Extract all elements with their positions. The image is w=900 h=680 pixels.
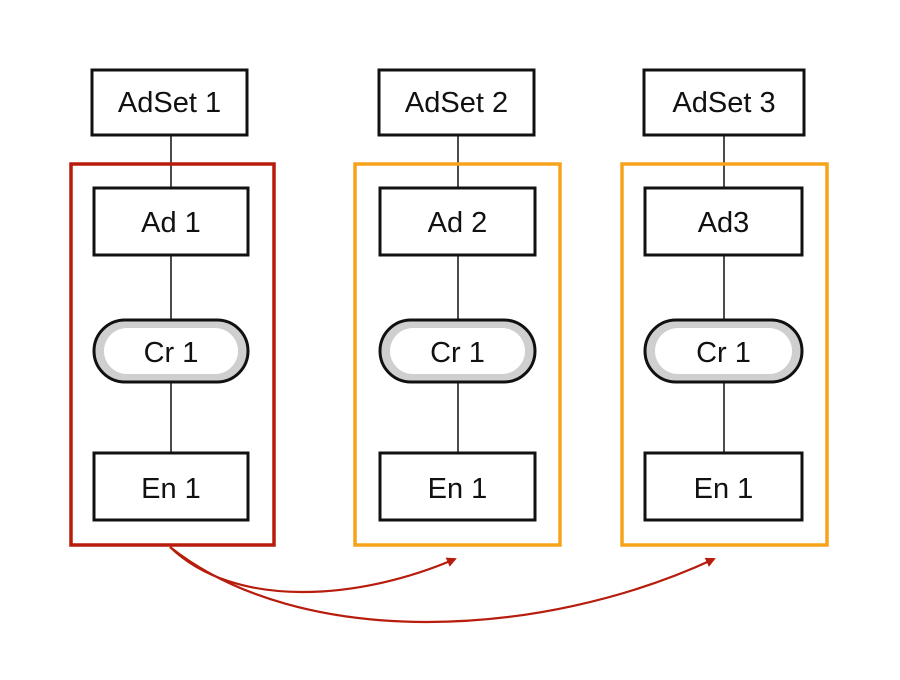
entity-label: En 1: [428, 473, 488, 505]
ad-box[interactable]: Ad3: [643, 186, 804, 257]
entity-label: En 1: [694, 473, 754, 505]
creative-pill[interactable]: Cr 1: [643, 318, 804, 384]
column-2: AdSet 2 Ad 2 Cr 1 En 1: [353, 68, 562, 547]
entity-box[interactable]: En 1: [92, 451, 250, 522]
ad-label: Ad 2: [428, 207, 488, 239]
adset-box[interactable]: AdSet 3: [642, 68, 806, 137]
adset-box[interactable]: AdSet 2: [377, 68, 536, 137]
adset-box[interactable]: AdSet 1: [90, 68, 249, 137]
adset-label: AdSet 3: [672, 87, 775, 119]
entity-label: En 1: [141, 473, 201, 505]
ad-label: Ad3: [698, 207, 750, 239]
arrow-to-column-3: [169, 546, 716, 624]
creative-pill[interactable]: Cr 1: [92, 318, 250, 384]
column-1: AdSet 1 Ad 1 Cr 1 En 1: [69, 68, 276, 547]
column-3: AdSet 3 Ad3 Cr 1 En 1: [620, 68, 829, 547]
adset-label: AdSet 1: [118, 87, 221, 119]
creative-label: Cr 1: [696, 337, 751, 369]
arrow-to-column-2: [169, 546, 457, 594]
column-2-group[interactable]: [353, 162, 562, 547]
ad-box[interactable]: Ad 2: [378, 186, 537, 257]
entity-box[interactable]: En 1: [378, 451, 537, 522]
creative-pill[interactable]: Cr 1: [378, 318, 537, 384]
column-3-group[interactable]: [620, 162, 829, 547]
creative-label: Cr 1: [430, 337, 485, 369]
ad-box[interactable]: Ad 1: [92, 186, 250, 257]
creative-label: Cr 1: [144, 337, 199, 369]
ad-label: Ad 1: [141, 207, 201, 239]
adset-label: AdSet 2: [405, 87, 508, 119]
column-1-group[interactable]: [69, 162, 276, 547]
entity-box[interactable]: En 1: [643, 451, 804, 522]
